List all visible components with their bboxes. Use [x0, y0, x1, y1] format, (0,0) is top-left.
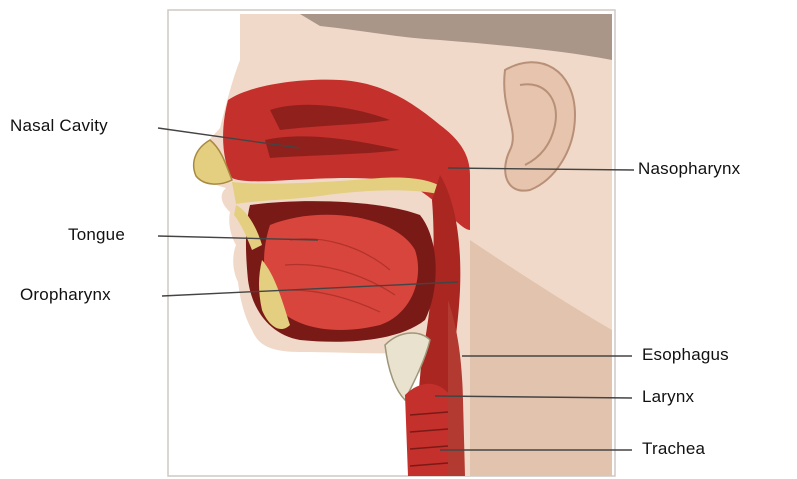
label-oropharynx: Oropharynx: [20, 285, 111, 305]
label-tongue: Tongue: [68, 225, 125, 245]
tongue: [264, 215, 418, 330]
label-trachea: Trachea: [642, 439, 705, 459]
label-larynx: Larynx: [642, 387, 694, 407]
label-esophagus: Esophagus: [642, 345, 729, 365]
label-nasopharynx: Nasopharynx: [638, 159, 740, 179]
label-nasal-cavity: Nasal Cavity: [10, 116, 108, 136]
